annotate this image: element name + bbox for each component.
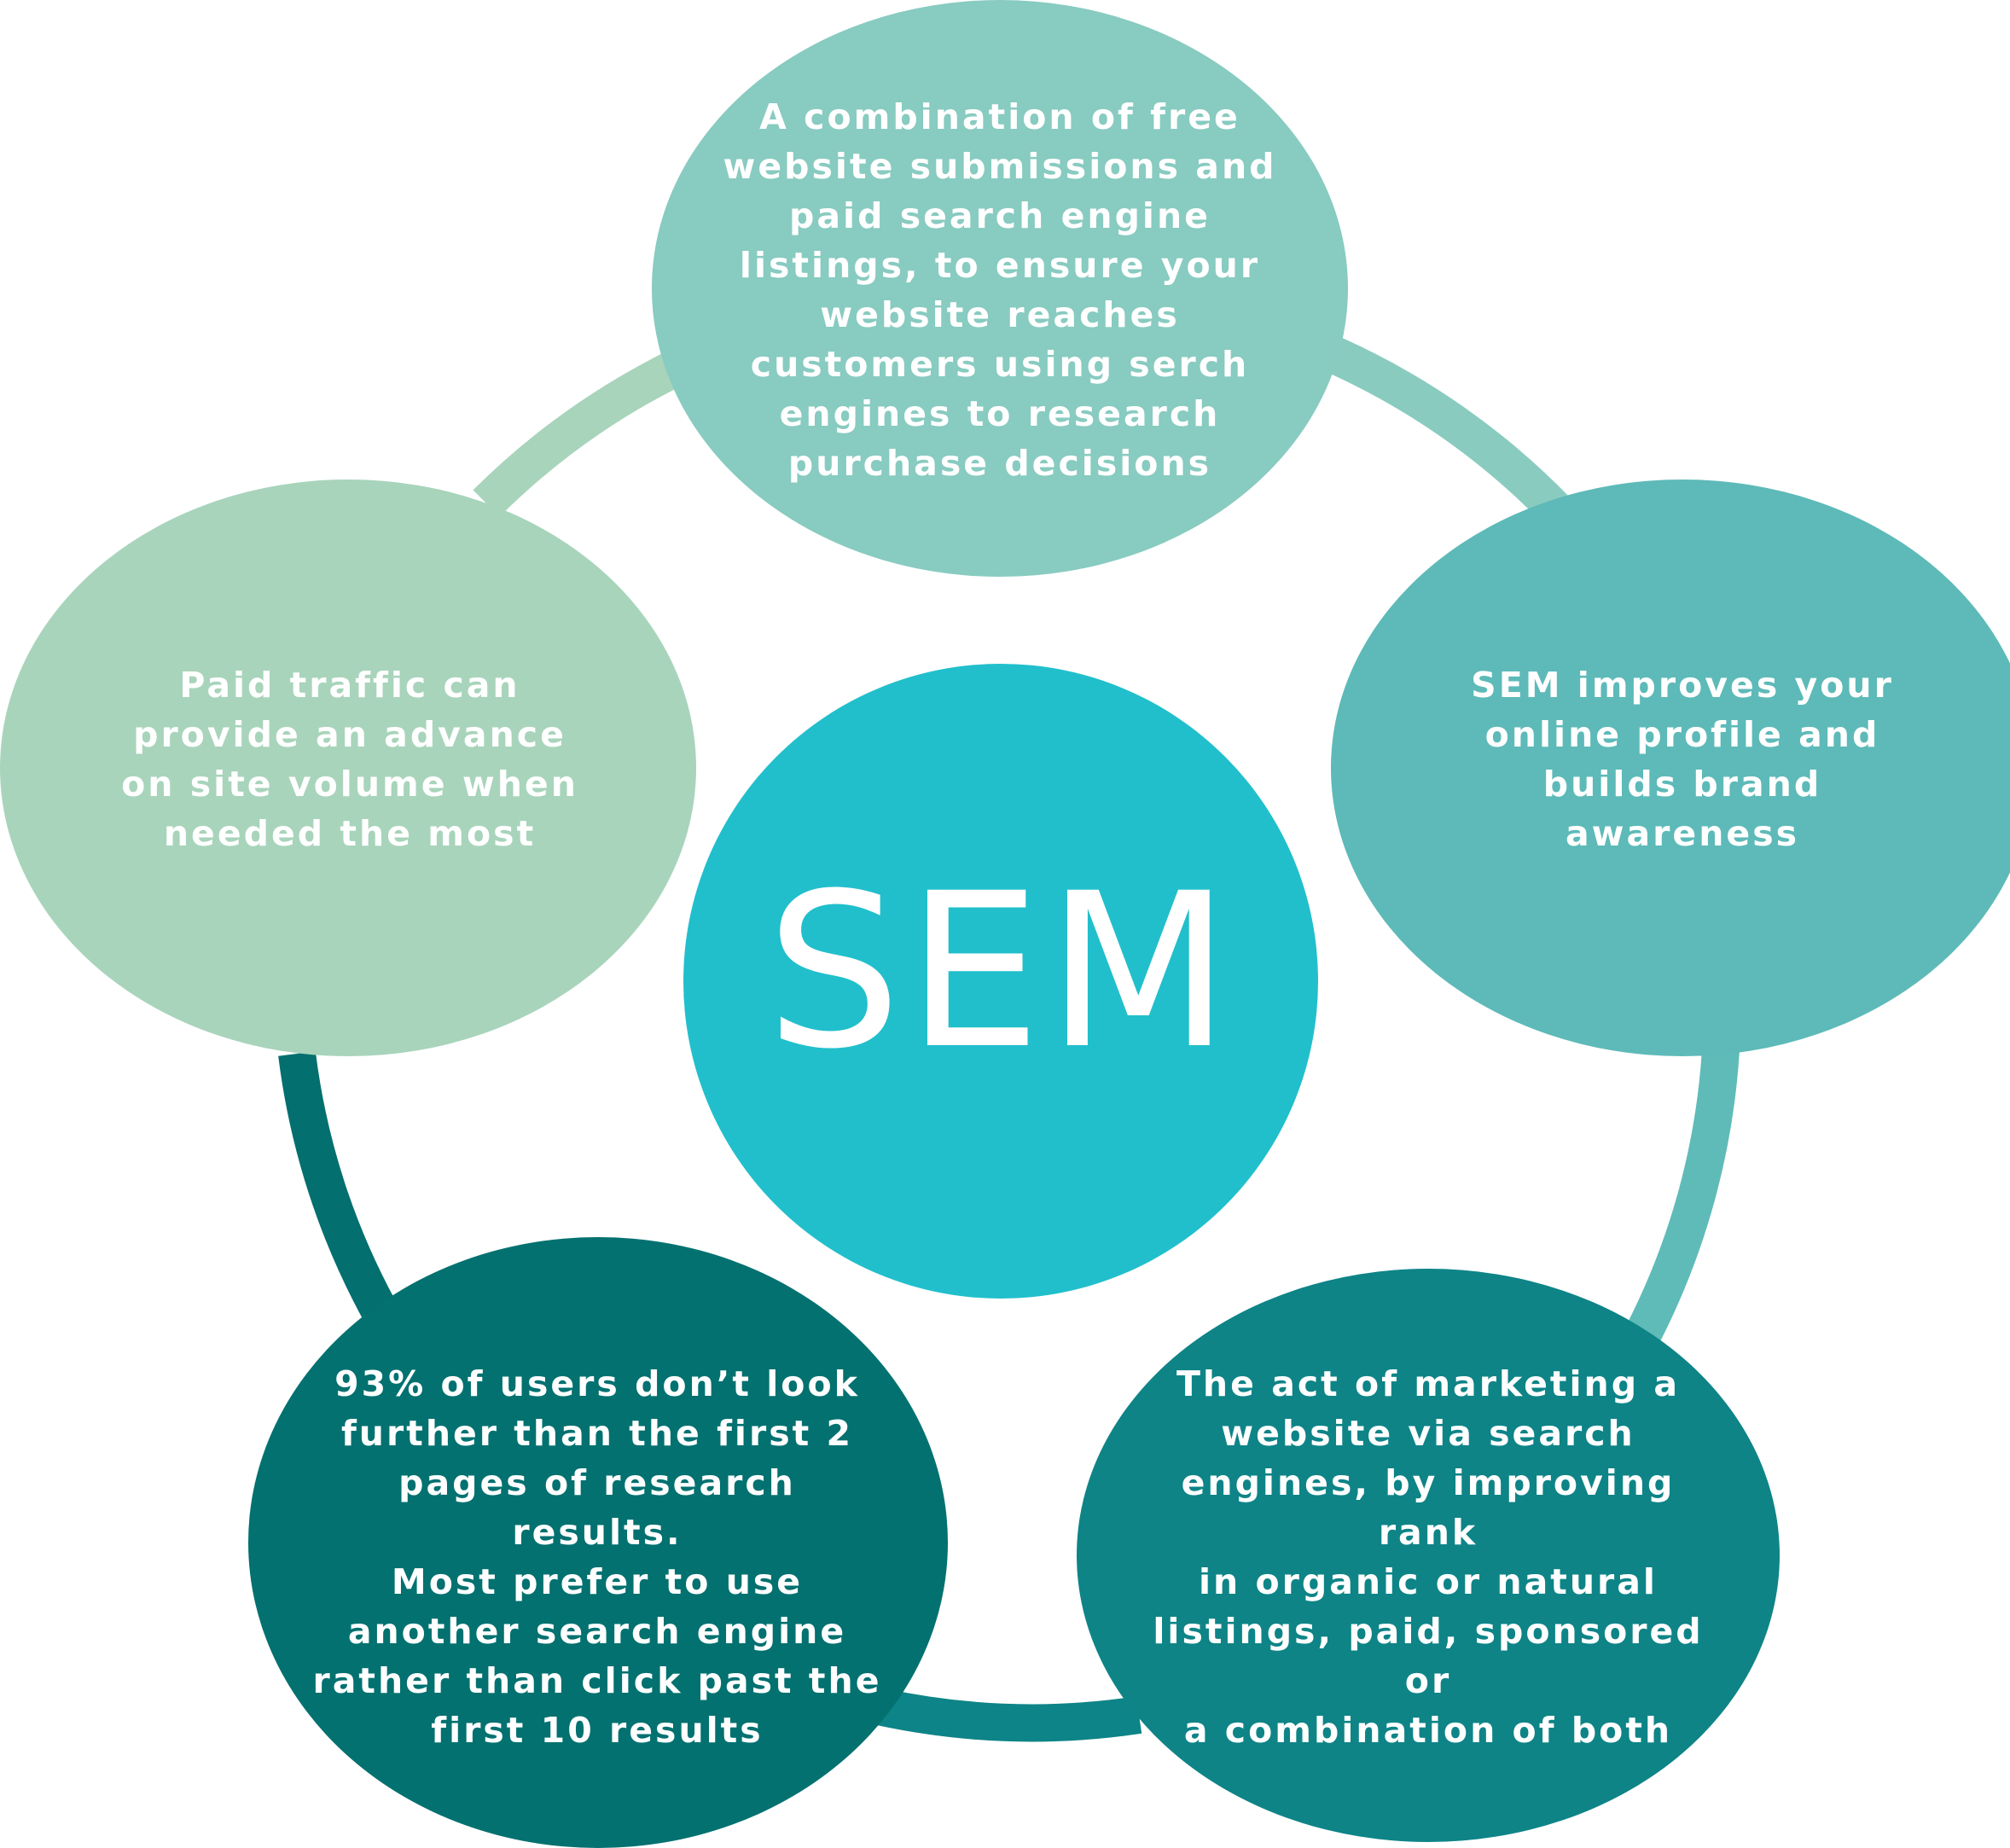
node-top-text: A combination of free website submission… <box>718 85 1281 495</box>
node-top-label: A combination of free website submission… <box>723 96 1277 484</box>
node-right-label: SEM improves your online profile and bui… <box>1471 665 1894 854</box>
ring-arc-right-to-bottom-right <box>1626 1048 1740 1343</box>
ring-arc-bottom-right-to-bottom-left <box>874 1688 1142 1742</box>
ring-arc-bottom-left-to-left <box>278 1051 398 1323</box>
node-left-ellipse <box>0 479 696 1056</box>
node-bottom-left-text: 93% of users don’t look further than the… <box>307 1363 887 1751</box>
node-right-text: SEM improves your online profile and bui… <box>1416 631 1949 887</box>
node-left-label: Paid traffic can provide an advance on s… <box>121 665 578 854</box>
node-bottom-left-ellipse <box>248 1237 948 1848</box>
node-bottom-left-label: 93% of users don’t look further than the… <box>312 1363 882 1751</box>
ring-arc-left-to-top <box>473 352 683 517</box>
center-label: SEM <box>765 846 1236 1095</box>
node-left-text: Paid traffic can provide an advance on s… <box>85 631 614 887</box>
node-right-ellipse <box>1331 479 2010 1056</box>
node-bottom-right-text: The act of marketing a website via searc… <box>1124 1363 1732 1751</box>
ring-arc-top-to-right <box>1326 337 1571 526</box>
node-top-ellipse <box>652 0 1348 577</box>
node-bottom-right-ellipse <box>1077 1269 1780 1842</box>
node-bottom-right-label: The act of marketing a website via searc… <box>1153 1363 1704 1751</box>
center-circle <box>683 664 1318 1299</box>
